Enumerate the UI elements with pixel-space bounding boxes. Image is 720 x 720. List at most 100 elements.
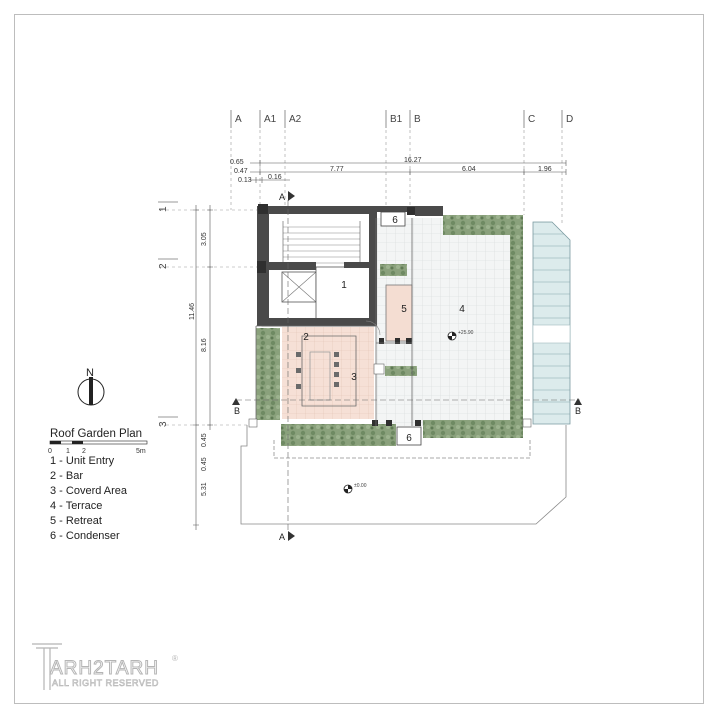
north-label: N bbox=[86, 367, 94, 379]
legend: Roof Garden Plan 1 - Unit Entry 2 - Bar … bbox=[50, 428, 142, 544]
legend-item: 2 - Bar bbox=[50, 470, 84, 482]
condenser-top bbox=[380, 211, 406, 227]
logo-tagline: ALL RIGHT RESERVED bbox=[52, 678, 159, 689]
grid-label: C bbox=[528, 114, 535, 125]
grid-label: A bbox=[235, 114, 242, 125]
scale-bar: 0 1 2 5m bbox=[48, 440, 148, 455]
scale-tick: 5m bbox=[136, 448, 146, 455]
legend-items: 1 - Unit Entry 2 - Bar 3 - Coverd Area 4… bbox=[50, 454, 142, 544]
planter-top bbox=[443, 215, 521, 235]
legend-item: 1 - Unit Entry bbox=[50, 455, 115, 467]
grid-label: B1 bbox=[390, 114, 403, 125]
legend-item: 5 - Retreat bbox=[50, 515, 102, 527]
scale-tick: 0 bbox=[48, 448, 52, 455]
scale-tick: 1 bbox=[66, 448, 70, 455]
room-number-unit-entry: 1 bbox=[341, 280, 347, 291]
dimension: 6.04 bbox=[462, 166, 476, 173]
section-label: A bbox=[279, 532, 285, 542]
dimension: 8.16 bbox=[201, 338, 208, 352]
grid-bubbles-left bbox=[158, 201, 178, 418]
room-number-covered-area: 3 bbox=[351, 372, 357, 383]
entry-door-swing bbox=[365, 320, 381, 336]
section-line bbox=[236, 200, 580, 530]
grid-label: A1 bbox=[264, 114, 277, 125]
dimension-text-left: 3.05 11.46 8.16 0.45 0.45 5.31 bbox=[189, 232, 208, 496]
stair-treads bbox=[282, 221, 361, 266]
grid-label: 2 bbox=[158, 263, 169, 269]
grid-labels-left: 1 2 3 bbox=[158, 206, 169, 427]
corner-post bbox=[522, 418, 532, 428]
dimension: 0.16 bbox=[268, 174, 282, 181]
legend-item: 4 - Terrace bbox=[50, 500, 103, 512]
section-markers bbox=[232, 191, 582, 541]
grid-label: 3 bbox=[158, 421, 169, 427]
dimension: 7.77 bbox=[330, 166, 344, 173]
planter-bottom-left bbox=[281, 424, 396, 446]
grid-label: D bbox=[566, 114, 573, 125]
logo: ARH2TARH ® ALL RIGHT RESERVED bbox=[32, 638, 182, 690]
dimension: 0.13 bbox=[238, 177, 252, 184]
planter-bottom-right bbox=[423, 420, 523, 438]
level-marker-terrace: +25.90 bbox=[447, 330, 474, 341]
walls bbox=[257, 206, 443, 326]
section-label: B bbox=[575, 406, 581, 416]
grid-label: A2 bbox=[289, 114, 302, 125]
section-labels: A A B B bbox=[234, 192, 581, 542]
room-number-terrace: 4 bbox=[459, 304, 465, 315]
room-number-bar: 2 bbox=[303, 332, 309, 343]
partition-lines bbox=[255, 218, 413, 426]
room-number-retreat: 5 bbox=[401, 304, 407, 315]
legend-title: Roof Garden Plan bbox=[50, 428, 143, 440]
dimension: 0.45 bbox=[201, 433, 208, 447]
planter-right bbox=[510, 215, 523, 420]
dimension: 11.46 bbox=[189, 303, 196, 320]
columns bbox=[257, 204, 421, 426]
section-label: A bbox=[279, 192, 285, 202]
dimension: 1.96 bbox=[538, 166, 552, 173]
logo-mark bbox=[32, 643, 62, 690]
level-value: ±0.00 bbox=[354, 483, 367, 489]
elevator-cross bbox=[281, 271, 317, 303]
unit-entry-lobby bbox=[315, 266, 372, 322]
dimension: 0.65 bbox=[230, 159, 244, 166]
sink bbox=[373, 363, 385, 375]
dimension: 0.47 bbox=[234, 168, 248, 175]
canopy-band bbox=[532, 324, 571, 344]
corner-post bbox=[248, 418, 258, 428]
dimension: 3.05 bbox=[201, 232, 208, 246]
section-label: B bbox=[234, 406, 240, 416]
grid-bubbles-top bbox=[230, 110, 563, 128]
retreat-floor bbox=[385, 284, 413, 342]
legend-item: 3 - Coverd Area bbox=[50, 485, 128, 497]
room-number-condenser: 6 bbox=[406, 433, 412, 444]
dimension-lines-left bbox=[193, 205, 213, 530]
condenser-bottom bbox=[396, 426, 422, 446]
grid-label: 1 bbox=[158, 206, 169, 212]
covered-area-floor bbox=[282, 327, 374, 419]
grid-label: B bbox=[414, 114, 421, 125]
planter-small bbox=[385, 366, 417, 376]
north-arrow: N bbox=[77, 367, 105, 406]
logo-registered: ® bbox=[172, 654, 178, 663]
dimension: 5.31 bbox=[201, 482, 208, 496]
dimension-lines-top bbox=[250, 160, 567, 183]
level-marker-ground: ±0.00 bbox=[343, 483, 367, 494]
site-boundary bbox=[240, 425, 567, 525]
grid-labels-top: A A1 A2 B1 B C D bbox=[235, 114, 573, 125]
parapet-outline bbox=[273, 440, 531, 459]
dimension-text-top: 0.65 16.27 0.47 7.77 6.04 1.96 0.16 0.13 bbox=[230, 157, 552, 184]
logo-wordmark: ARH2TARH bbox=[50, 658, 159, 680]
dimension: 0.45 bbox=[201, 457, 208, 471]
bar-stools bbox=[296, 352, 339, 389]
dimension: 16.27 bbox=[404, 157, 422, 164]
room-numbers: 1 2 3 4 5 6 6 bbox=[303, 215, 465, 444]
drawing-frame bbox=[14, 14, 704, 704]
level-value: +25.90 bbox=[458, 330, 474, 336]
room-number-condenser: 6 bbox=[392, 215, 398, 226]
planter-left bbox=[256, 328, 280, 420]
glass-canopy bbox=[532, 221, 571, 425]
legend-item: 6 - Condenser bbox=[50, 530, 120, 542]
planter-mid bbox=[380, 264, 407, 276]
scale-tick: 2 bbox=[82, 448, 86, 455]
